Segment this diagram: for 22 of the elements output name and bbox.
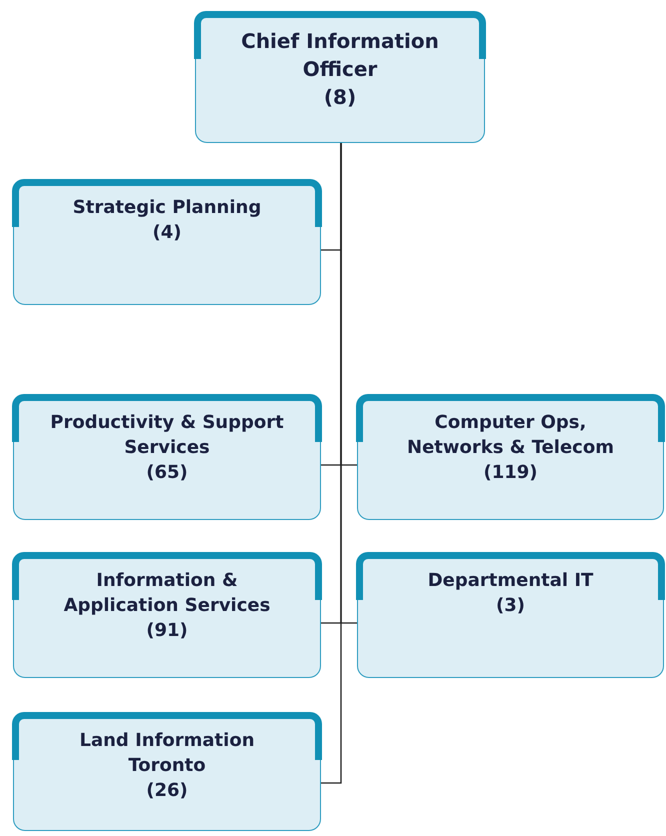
staff-count: (8) [324, 84, 356, 111]
staff-count: (26) [146, 779, 188, 804]
unit-name: Land Information Toronto [78, 729, 256, 778]
staff-count: (4) [152, 221, 182, 246]
org-unit-box [13, 553, 321, 678]
staff-count: (3) [496, 594, 525, 618]
org-unit-box [357, 395, 664, 520]
unit-name: Departmental IT [428, 569, 594, 593]
unit-name: Information & Application Services [62, 569, 272, 618]
staff-count: (119) [483, 461, 538, 486]
unit-name: Computer Ops, Networks & Telecom [406, 411, 615, 460]
unit-name: Strategic Planning [72, 196, 262, 220]
org-unit-box [357, 553, 664, 678]
org-unit-box [13, 180, 321, 305]
org-unit-box [13, 713, 321, 831]
connector-line [321, 143, 342, 784]
unit-name: Chief Information Officer [240, 28, 440, 83]
unit-name: Productivity & Support Services [49, 411, 285, 460]
staff-count: (65) [146, 461, 188, 486]
staff-count: (91) [146, 619, 188, 644]
org-unit-box [13, 395, 321, 520]
org-unit-box [195, 12, 485, 143]
